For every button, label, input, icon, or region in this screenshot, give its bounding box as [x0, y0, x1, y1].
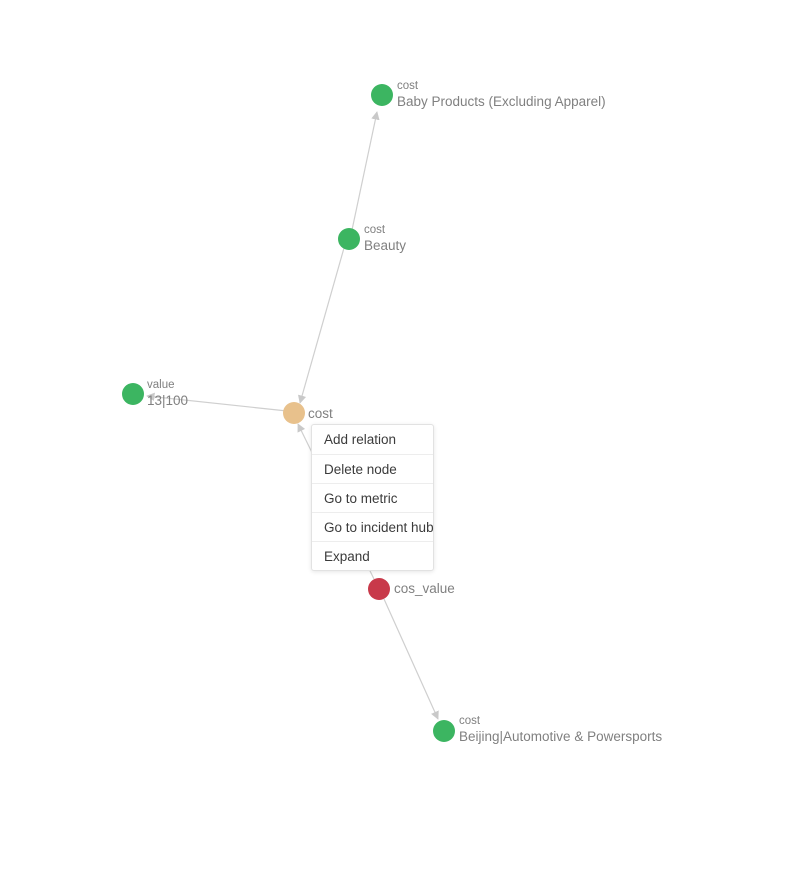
context-menu-item-go-to-metric[interactable]: Go to metric	[312, 483, 433, 512]
graph-node-beijing-automotive[interactable]	[433, 720, 455, 742]
node-kind-label: value	[147, 379, 175, 391]
node-name-label: Beijing|Automotive & Powersports	[459, 728, 663, 744]
graph-node-baby-products[interactable]	[371, 84, 393, 106]
graph-node-label-cost-center: cost	[308, 406, 333, 422]
node-name-label: Beauty	[364, 237, 407, 253]
context-menu-item-go-to-incident-hub[interactable]: Go to incident hub	[312, 512, 434, 541]
node-name-label: 13|100	[147, 392, 189, 408]
node-kind-label: cost	[459, 715, 481, 727]
graph-node-cost-center[interactable]	[283, 402, 305, 424]
node-context-menu[interactable]: Add relation Delete node Go to metric Go…	[311, 424, 434, 571]
edge-beauty-to-baby	[351, 111, 380, 231]
graph-node-label-value-13-100: value 13|100	[147, 379, 188, 408]
context-menu-item-add-relation[interactable]: Add relation	[324, 432, 397, 447]
context-menu-item-delete-node[interactable]: Delete node	[312, 454, 433, 483]
node-kind-label: cost	[364, 224, 386, 236]
graph-node-beauty[interactable]	[338, 228, 360, 250]
graph-node-value-13-100[interactable]	[122, 383, 144, 405]
context-menu-item-expand[interactable]: Expand	[312, 541, 433, 570]
node-kind-label: cos_value	[394, 581, 455, 596]
graph-node-label-beijing-automotive: cost Beijing|Automotive & Powersports	[459, 715, 662, 744]
graph-node-label-cos-value: cos_value	[394, 581, 455, 597]
graph-node-label-baby-products: cost Baby Products (Excluding Apparel)	[397, 80, 606, 109]
edge-cosvalue-to-beijing	[383, 598, 439, 720]
node-kind-label: cost	[308, 406, 333, 421]
edge-center-to-beauty	[298, 247, 345, 404]
graph-node-label-beauty: cost Beauty	[364, 224, 406, 253]
edge-center-to-value	[146, 392, 288, 412]
graph-node-cos-value[interactable]	[368, 578, 390, 600]
node-kind-label: cost	[397, 80, 419, 92]
node-name-label: Baby Products (Excluding Apparel)	[397, 93, 606, 109]
